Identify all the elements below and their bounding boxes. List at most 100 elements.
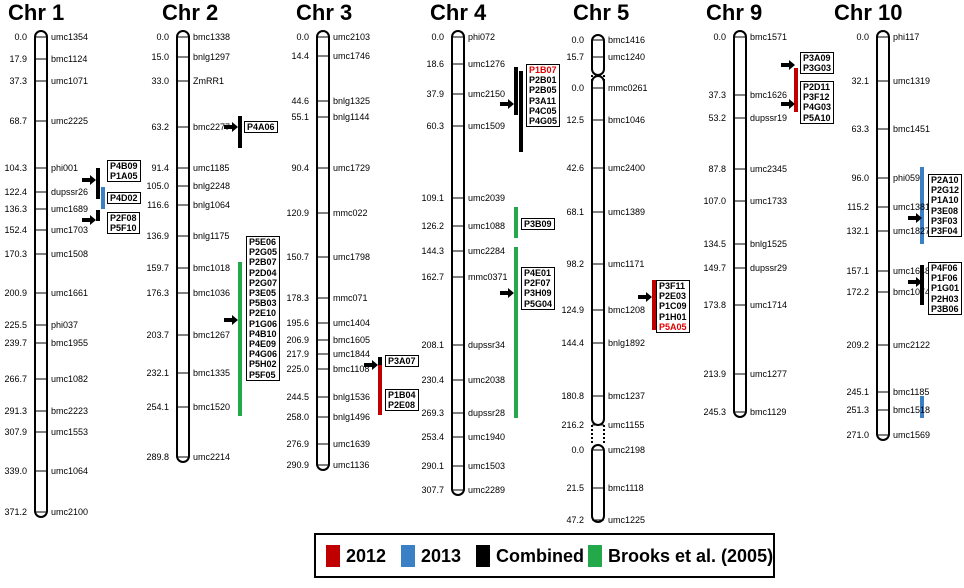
- marker-position: 96.0: [851, 173, 869, 183]
- marker-position: 124.9: [561, 305, 584, 315]
- marker-name: bnlg1892: [608, 338, 646, 348]
- marker-name: dupssr29: [750, 263, 788, 273]
- marker-name: umc1703: [51, 225, 89, 235]
- marker-position: 149.7: [703, 263, 726, 273]
- marker-position: 245.1: [846, 387, 869, 397]
- qtl-bar: [514, 247, 518, 418]
- marker-name: bmc1451: [893, 124, 931, 134]
- marker-position: 47.2: [566, 515, 584, 525]
- qtl-label: P1H01: [659, 311, 687, 322]
- marker-name: umc1714: [750, 300, 788, 310]
- marker-name: bmc1520: [193, 402, 231, 412]
- marker-name: bnlg2248: [193, 181, 231, 191]
- marker-position: 42.6: [566, 163, 584, 173]
- marker-position: 170.3: [4, 249, 27, 259]
- marker-position: 0.0: [571, 35, 584, 45]
- qtl-label: P1G06: [249, 318, 278, 329]
- qtl-label: P3A07: [388, 356, 416, 366]
- marker-position: 15.0: [151, 52, 169, 62]
- marker-position: 291.3: [4, 406, 27, 416]
- marker-position: 206.9: [286, 335, 309, 345]
- marker-position: 21.5: [566, 483, 584, 493]
- qtl-label: P2F08: [110, 213, 137, 223]
- marker-name: umc1661: [51, 288, 89, 298]
- marker-name: bmc1118: [608, 483, 644, 493]
- qtl-label: P4F06: [931, 263, 958, 273]
- arrow-icon: [781, 60, 795, 70]
- qtl-bar: [920, 265, 924, 305]
- marker-name: umc2214: [193, 452, 231, 462]
- qtl-label: P3E05: [249, 288, 277, 299]
- marker-name: bnlg1297: [193, 52, 231, 62]
- marker-position: 55.1: [291, 112, 309, 122]
- marker-position: 107.0: [703, 196, 726, 206]
- marker-name: umc1389: [608, 207, 646, 217]
- arrow-icon: [82, 215, 96, 225]
- marker-name: bnlg1325: [333, 96, 371, 106]
- marker-position: 225.0: [286, 364, 309, 374]
- qtl-bar: [238, 116, 242, 148]
- marker-name: bmc1267: [193, 330, 231, 340]
- marker-position: 37.3: [708, 90, 726, 100]
- marker-name: umc1277: [750, 369, 788, 379]
- marker-position: 225.5: [4, 320, 27, 330]
- legend-label-combined: Combined: [496, 546, 584, 566]
- marker-name: umc1276: [468, 59, 506, 69]
- marker-name: bnlg1144: [333, 112, 370, 122]
- legend-label-brooks: Brooks et al. (2005): [608, 546, 774, 566]
- qtl-label: P2B07: [249, 257, 277, 268]
- qtl-label: P2B01: [529, 75, 557, 86]
- marker-position: 87.8: [708, 164, 726, 174]
- marker-name: umc2122: [893, 340, 931, 350]
- marker-name: bmc1185: [893, 387, 930, 397]
- marker-name: bmc2277: [193, 122, 231, 132]
- marker-name: bmc1046: [608, 115, 646, 125]
- marker-position: 217.9: [286, 349, 309, 359]
- marker-name: bmc1018: [193, 263, 231, 273]
- marker-position: 290.1: [421, 461, 444, 471]
- chromosome-bar: [733, 30, 747, 418]
- chromosome-bar: [591, 34, 605, 76]
- marker-name: bmc1416: [608, 35, 646, 45]
- marker-position: 178.3: [286, 293, 309, 303]
- marker-position: 152.4: [4, 225, 27, 235]
- qtl-label-box: P3B09: [521, 218, 555, 231]
- marker-name: bmc1335: [193, 368, 231, 378]
- marker-position: 159.7: [146, 263, 169, 273]
- marker-name: bmc1237: [608, 391, 646, 401]
- marker-name: bnlg1496: [333, 412, 371, 422]
- marker-position: 200.9: [4, 288, 27, 298]
- marker-name: bmc1129: [750, 407, 787, 417]
- legend-swatch-combined: [476, 545, 490, 567]
- qtl-label: P2E08: [388, 400, 416, 411]
- marker-position: 63.3: [851, 124, 869, 134]
- qtl-label: P4E09: [249, 339, 277, 350]
- marker-position: 290.9: [286, 460, 309, 470]
- qtl-label: P3F03: [931, 215, 958, 226]
- marker-position: 134.5: [703, 239, 726, 249]
- marker-name: bnlg1525: [750, 239, 788, 249]
- qtl-label: P3A09: [803, 53, 831, 63]
- qtl-label: P2D04: [249, 267, 277, 278]
- marker-name: umc1569: [893, 430, 931, 440]
- qtl-bar: [378, 365, 382, 415]
- qtl-label: P4G03: [803, 102, 832, 113]
- marker-position: 208.1: [421, 340, 444, 350]
- marker-position: 98.2: [566, 259, 584, 269]
- marker-name: umc1136: [333, 460, 370, 470]
- qtl-label: P4G06: [249, 349, 278, 360]
- marker-position: 33.0: [151, 76, 169, 86]
- qtl-label: P2A10: [931, 175, 959, 185]
- chromosome-title: Chr 4: [430, 0, 487, 25]
- marker-name: umc1354: [51, 32, 89, 42]
- marker-name: mmc0261: [608, 83, 648, 93]
- arrow-icon: [638, 292, 652, 302]
- qtl-bar: [652, 280, 656, 330]
- qtl-label: P3E08: [931, 205, 959, 216]
- marker-position: 90.4: [291, 163, 309, 173]
- legend-label-2013: 2013: [421, 546, 462, 566]
- arrow-icon: [908, 277, 922, 287]
- chromosome-bar: [876, 30, 890, 441]
- marker-name: mmc071: [333, 293, 368, 303]
